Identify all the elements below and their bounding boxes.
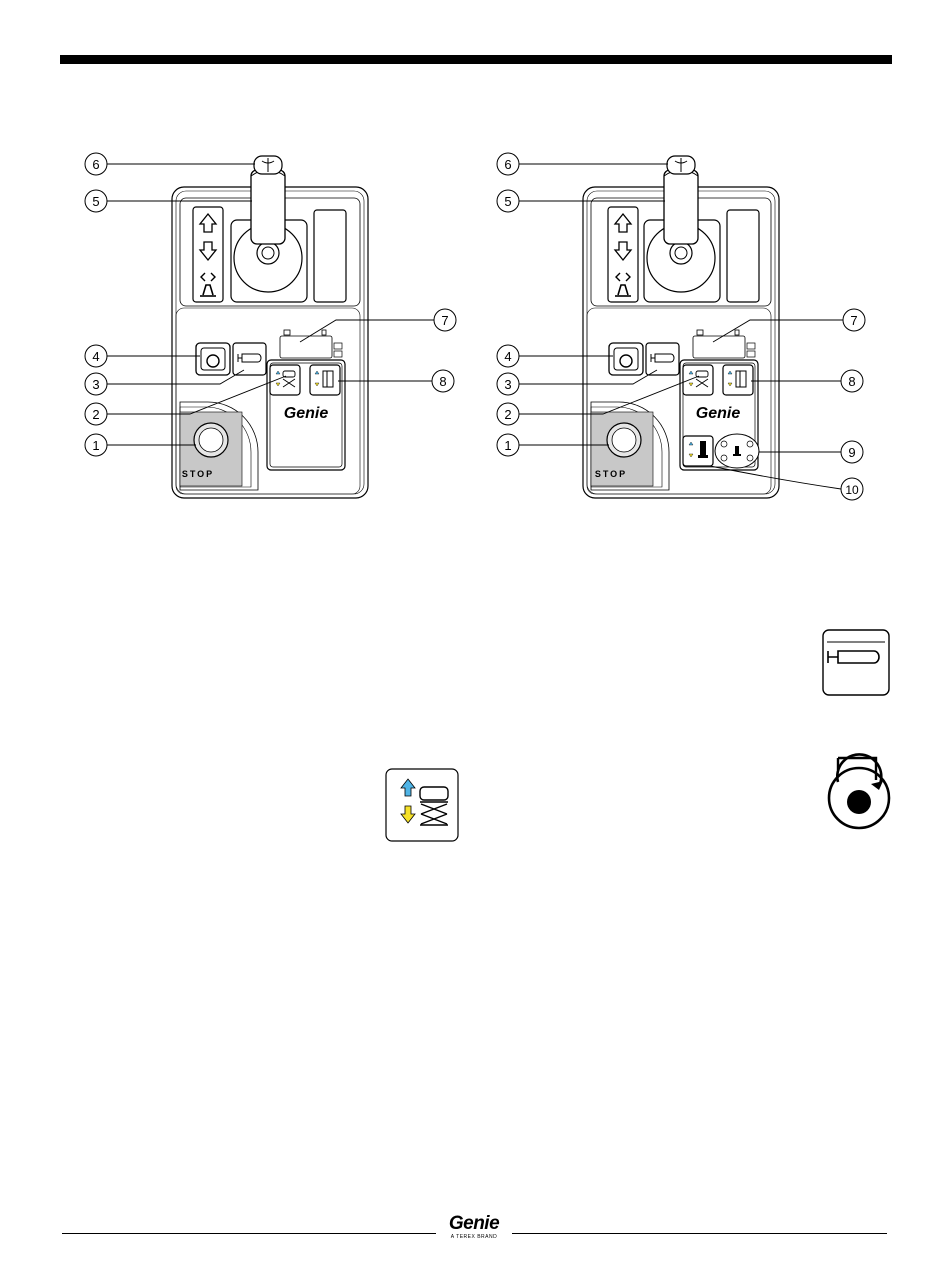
outrigger-function-button[interactable] [683,436,713,466]
horn-icon [822,629,890,696]
callout-5: 5 [504,194,511,209]
stop-label: STOP [595,469,627,479]
stop-label: STOP [182,469,214,479]
lift-function-button[interactable] [270,365,300,395]
emergency-stop-button[interactable] [194,423,228,457]
footer-brand: Genie [436,1214,512,1234]
callout-4: 4 [92,349,99,364]
callout-8: 8 [439,374,446,389]
callout-7: 7 [441,313,448,328]
steer-button[interactable] [196,343,230,375]
panel-logo: Genie [284,405,329,422]
control-panel-standard: Genie STOP 6 5 4 3 2 1 7 8 [75,140,475,510]
lift-drive-select-icon [385,768,459,842]
joystick[interactable] [644,156,720,302]
callout-1: 1 [504,438,511,453]
panel-logo: Genie [696,405,741,422]
callout-10: 10 [845,483,859,497]
callout-6: 6 [504,157,511,172]
footer-rule-left [62,1233,436,1234]
callout-9: 9 [848,445,855,460]
callout-4: 4 [504,349,511,364]
emergency-stop-button[interactable] [607,423,641,457]
callout-3: 3 [92,377,99,392]
control-panel-outrigger: Genie STOP [485,140,885,510]
steer-button[interactable] [609,343,643,375]
footer-logo: Genie A TEREX BRAND [436,1214,512,1240]
callout-2: 2 [92,407,99,422]
callout-5: 5 [92,194,99,209]
callout-6: 6 [92,157,99,172]
callout-7: 7 [850,313,857,328]
footer-rule-right [512,1233,887,1234]
callout-8: 8 [848,374,855,389]
callout-3: 3 [504,377,511,392]
horn-button[interactable] [233,343,266,375]
horn-button[interactable] [646,343,679,375]
footer-tagline: A TEREX BRAND [436,1234,512,1240]
level-indicator [715,434,759,468]
joystick[interactable] [231,156,307,302]
header-rule [60,55,892,64]
callout-2: 2 [504,407,511,422]
deck-function-button[interactable] [310,365,340,395]
steer-icon [825,752,895,832]
deck-function-button[interactable] [723,365,753,395]
callout-1: 1 [92,438,99,453]
lift-function-button[interactable] [683,365,713,395]
